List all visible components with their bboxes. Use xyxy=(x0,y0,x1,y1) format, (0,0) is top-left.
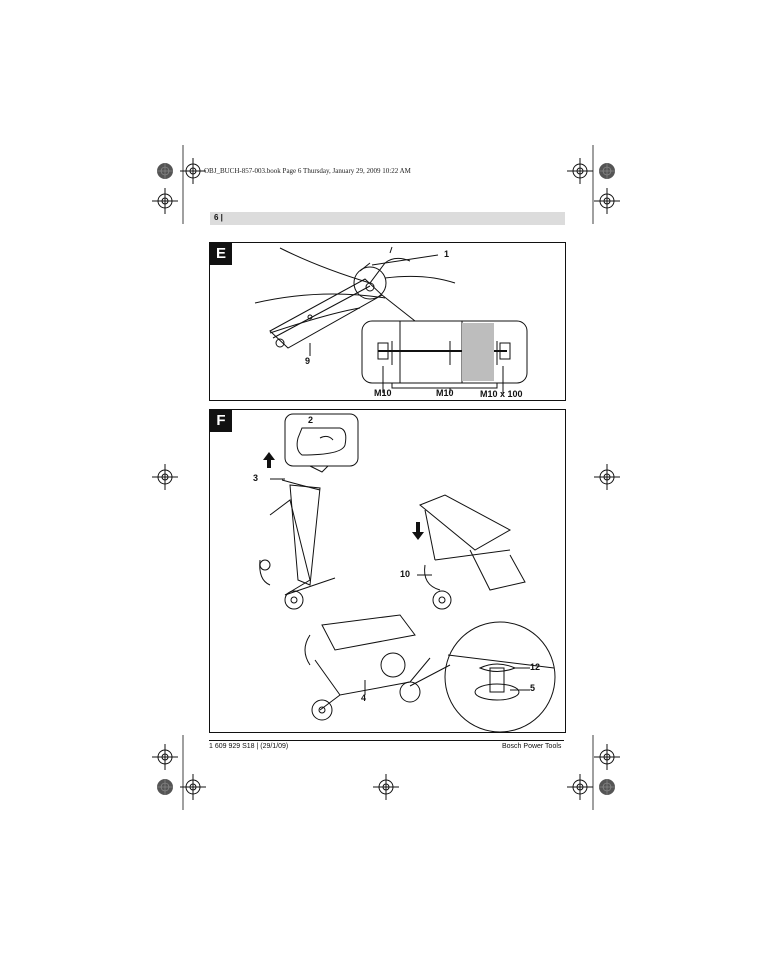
figure-f-panel: F xyxy=(209,409,566,733)
registration-mark-icon xyxy=(179,157,207,185)
callout-m10-left: M10 xyxy=(374,388,392,398)
registration-mark-icon xyxy=(593,187,621,215)
callout-m10x100: M10 x 100 xyxy=(480,389,523,399)
color-target-icon xyxy=(156,778,174,796)
footer-rule xyxy=(209,740,564,741)
registration-mark-icon xyxy=(179,773,207,801)
page-number: 6 | xyxy=(214,213,223,222)
callout-1: 1 xyxy=(444,249,450,259)
callout-9: 9 xyxy=(305,356,311,366)
color-target-icon xyxy=(598,778,616,796)
registration-mark-icon xyxy=(566,773,594,801)
arrow-down-icon xyxy=(412,522,424,540)
footer-doc-number: 1 609 929 S18 | (29/1/09) xyxy=(209,743,289,750)
bolt-shade xyxy=(462,323,494,381)
registration-mark-icon xyxy=(566,157,594,185)
print-info-line: OBJ_BUCH-857-003.book Page 6 Thursday, J… xyxy=(204,167,411,175)
callout-12: 12 xyxy=(530,662,541,672)
figure-e-panel: E xyxy=(209,242,566,401)
arrow-up-icon xyxy=(263,452,275,468)
figure-e-label: E xyxy=(210,243,232,265)
callout-3: 3 xyxy=(253,473,259,483)
color-target-icon xyxy=(156,162,174,180)
callout-m10-middle: M10 xyxy=(436,388,454,398)
registration-mark-icon xyxy=(151,743,179,771)
page-header-bar xyxy=(210,212,565,225)
registration-mark-icon xyxy=(372,773,400,801)
figure-e-illustration xyxy=(254,246,528,393)
registration-mark-icon xyxy=(151,463,179,491)
registration-mark-icon xyxy=(593,463,621,491)
callout-10: 10 xyxy=(400,569,411,579)
callout-4: 4 xyxy=(361,693,367,703)
figure-f-label: F xyxy=(210,410,232,432)
registration-mark-icon xyxy=(593,743,621,771)
callout-5: 5 xyxy=(530,683,536,693)
figure-f-illustration xyxy=(259,413,556,732)
registration-mark-icon xyxy=(151,187,179,215)
footer-brand: Bosch Power Tools xyxy=(502,743,562,750)
color-target-icon xyxy=(598,162,616,180)
callout-2: 2 xyxy=(308,415,314,425)
